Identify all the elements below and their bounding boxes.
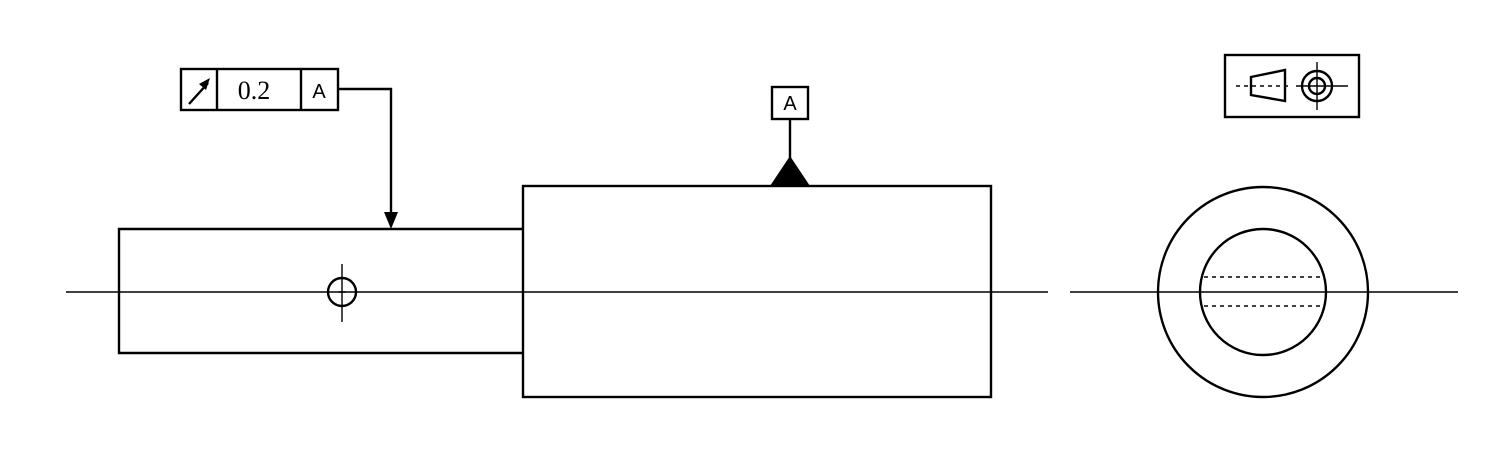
shaft-small-step-outline <box>117 227 523 355</box>
datum-letter: A <box>783 93 797 115</box>
datum-feature-symbol: A <box>770 85 810 186</box>
end-view-outer-circle <box>1156 185 1370 399</box>
datum-triangle-icon <box>770 156 810 186</box>
datum-reference-letter: A <box>312 81 326 103</box>
center-mark-icon <box>326 264 358 322</box>
tolerance-value: 0.2 <box>238 76 271 105</box>
feature-control-frame: 0.2 A <box>179 67 340 112</box>
first-angle-projection-icon <box>1223 53 1361 119</box>
runout-arrow-icon <box>188 78 210 105</box>
end-view-inner-circle <box>1198 227 1328 357</box>
end-view <box>1070 185 1458 399</box>
shaft-large-step-outline <box>521 184 993 399</box>
frame-leader-arrow <box>338 87 398 229</box>
